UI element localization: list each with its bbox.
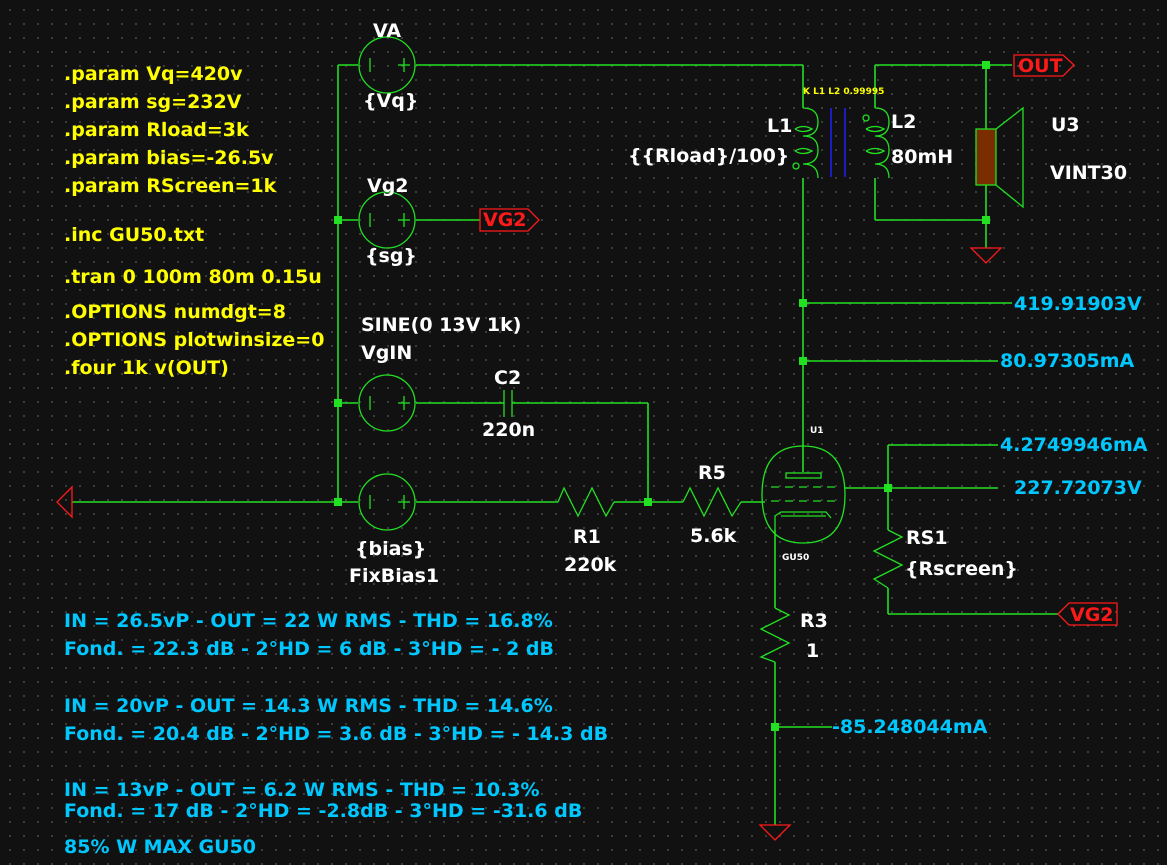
note-text[interactable]: IN = 20vP - OUT = 14.3 W RMS - THD = 14.… — [64, 695, 553, 717]
resistor-RS1[interactable] — [872, 529, 904, 589]
label-Vg2-value[interactable]: {sg} — [365, 245, 417, 267]
tube-U1[interactable] — [761, 445, 846, 544]
directive[interactable]: .param Vq=420v — [64, 63, 243, 85]
label-U3-name[interactable]: U3 — [1051, 114, 1080, 136]
note-text[interactable]: Fond. = 20.4 dB - 2°HD = 3.6 dB - 3°HD =… — [64, 723, 609, 745]
voltage-source-Vg2[interactable] — [358, 191, 416, 249]
label-R3-name[interactable]: R3 — [800, 610, 828, 632]
label-RS1-value[interactable]: {Rscreen} — [905, 558, 1018, 580]
label-VA-value[interactable]: {Vq} — [363, 90, 419, 112]
net-flag-vg2-top — [479, 208, 540, 232]
inductor-L2[interactable] — [862, 107, 890, 179]
label-R5-value[interactable]: 5.6k — [690, 525, 737, 547]
directive[interactable]: .param bias=-26.5v — [64, 147, 274, 169]
label-L1-value[interactable]: {{Rload}/100} — [628, 145, 790, 167]
resistor-R3[interactable] — [759, 607, 791, 663]
resistor-R1[interactable] — [557, 486, 615, 518]
speaker-U3[interactable] — [975, 106, 1024, 209]
net-flag-vg2-bottom — [1057, 602, 1118, 626]
resistor-R5[interactable] — [682, 486, 742, 518]
label-C2-value[interactable]: 220n — [482, 419, 536, 441]
probe-screen-current[interactable]: 4.2749946mA — [1000, 434, 1148, 456]
net-label-out[interactable]: OUT — [1018, 55, 1063, 77]
directive[interactable]: .four 1k v(OUT) — [64, 357, 229, 379]
voltage-source-VA[interactable] — [358, 36, 416, 94]
inductor-L1[interactable] — [792, 107, 819, 179]
label-R5-name[interactable]: R5 — [698, 462, 726, 484]
label-L1-name[interactable]: L1 — [767, 115, 793, 137]
label-L2-name[interactable]: L2 — [891, 111, 917, 133]
label-VA-name[interactable]: VA — [373, 20, 402, 42]
label-R3-value[interactable]: 1 — [806, 640, 820, 662]
net-flag-out — [1013, 54, 1075, 77]
label-coupling-K[interactable]: K L1 L2 0.99995 — [803, 87, 885, 97]
probe-screen-voltage[interactable]: 227.72073V — [1014, 477, 1142, 499]
transformer-core — [830, 108, 846, 177]
note-text[interactable]: Fond. = 22.3 dB - 2°HD = 6 dB - 3°HD = -… — [64, 638, 554, 660]
directive[interactable]: .param RScreen=1k — [64, 175, 277, 197]
label-L2-value[interactable]: 80mH — [891, 146, 954, 168]
junction-dots — [334, 61, 990, 731]
label-VgIN-name[interactable]: VgIN — [361, 342, 413, 364]
label-VgIN-value[interactable]: SINE(0 13V 1k) — [361, 314, 522, 336]
note-text[interactable]: 85% W MAX GU50 — [64, 836, 257, 858]
voltage-source-VgIN[interactable] — [358, 374, 416, 432]
label-U3-model[interactable]: VINT30 — [1050, 162, 1128, 184]
directive[interactable]: .OPTIONS numdgt=8 — [64, 301, 286, 323]
capacitor-C2[interactable] — [503, 390, 513, 417]
note-text[interactable]: Fond. = 17 dB - 2°HD = -2.8dB - 3°HD = -… — [64, 800, 583, 822]
net-label-vg2-top[interactable]: VG2 — [483, 209, 527, 231]
note-text[interactable]: IN = 26.5vP - OUT = 22 W RMS - THD = 16.… — [64, 610, 553, 632]
ground-icon — [758, 824, 792, 841]
directive[interactable]: .param sg=232V — [64, 91, 242, 113]
directive[interactable]: .tran 0 100m 80m 0.15u — [64, 266, 322, 288]
label-FixBias1-name[interactable]: FixBias1 — [349, 565, 440, 587]
directive[interactable]: .param Rload=3k — [64, 119, 249, 141]
label-FixBias1-value[interactable]: {bias} — [355, 538, 427, 560]
ground-icon — [56, 485, 73, 519]
label-R1-name[interactable]: R1 — [573, 526, 601, 548]
label-U1-name[interactable]: U1 — [810, 426, 824, 436]
voltage-source-FixBias1[interactable] — [358, 473, 416, 531]
label-RS1-name[interactable]: RS1 — [906, 527, 948, 549]
label-Vg2-name[interactable]: Vg2 — [367, 175, 409, 197]
note-text[interactable]: IN = 13vP - OUT = 6.2 W RMS - THD = 10.3… — [64, 779, 540, 801]
probe-cathode-current[interactable]: -85.248044mA — [832, 716, 988, 738]
label-U1-model[interactable]: GU50 — [782, 553, 810, 563]
label-C2-name[interactable]: C2 — [494, 367, 522, 389]
ground-icon — [969, 247, 1003, 264]
probe-plate-voltage[interactable]: 419.91903V — [1014, 293, 1142, 315]
directive[interactable]: .OPTIONS plotwinsize=0 — [64, 329, 325, 351]
directive[interactable]: .inc GU50.txt — [64, 224, 205, 246]
probe-plate-current[interactable]: 80.97305mA — [1000, 350, 1135, 372]
label-R1-value[interactable]: 220k — [564, 554, 617, 576]
net-label-vg2-bottom[interactable]: VG2 — [1070, 604, 1114, 626]
